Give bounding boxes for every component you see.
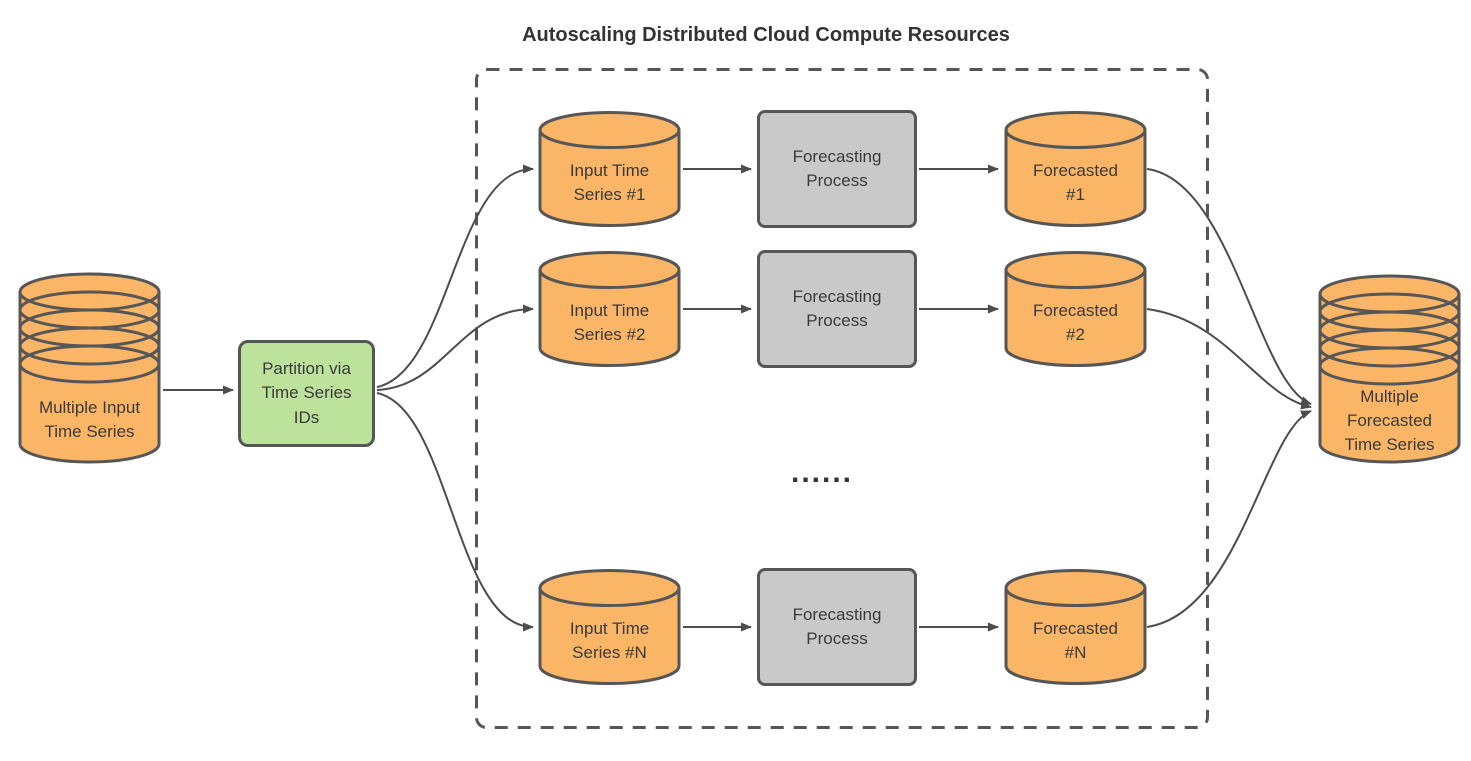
database-icon bbox=[538, 569, 681, 685]
stacked-database-icon bbox=[18, 272, 161, 464]
autoscaling-cluster-boundary bbox=[475, 68, 1209, 729]
rows-ellipsis: ...... bbox=[790, 456, 853, 489]
connector-partition-to-input-2 bbox=[376, 304, 534, 391]
database-icon bbox=[538, 251, 681, 367]
output-ts-n-label: Forecasted #N bbox=[1032, 618, 1119, 662]
process-n-label: Forecasting Process bbox=[792, 604, 882, 648]
partition-label: Partition via Time Series IDs bbox=[261, 359, 352, 427]
input-store-cylinder: Multiple Input Time Series bbox=[18, 270, 161, 466]
process-box-2: Forecasting Process bbox=[757, 250, 917, 368]
output-ts-2-label: Forecasted #2 bbox=[1032, 300, 1119, 344]
output-ts-1-label: Forecasted #1 bbox=[1032, 160, 1119, 204]
output-ts-2-cylinder: Forecasted #2 bbox=[1004, 250, 1147, 368]
process-box-1: Forecasting Process bbox=[757, 110, 917, 228]
input-ts-1-label: Input Time Series #1 bbox=[569, 160, 650, 204]
input-store-label: Multiple Input Time Series bbox=[38, 397, 141, 441]
output-store-label: Multiple Forecasted Time Series bbox=[1344, 386, 1435, 455]
connector-partition-to-input-1 bbox=[376, 164, 534, 388]
database-icon bbox=[1004, 569, 1147, 685]
database-icon bbox=[1004, 251, 1147, 367]
database-icon bbox=[1004, 111, 1147, 227]
connector-output-n-to-output-store bbox=[1146, 410, 1312, 628]
input-ts-n-label: Input Time Series #N bbox=[569, 618, 650, 662]
input-ts-1-cylinder: Input Time Series #1 bbox=[538, 110, 681, 228]
output-ts-1-cylinder: Forecasted #1 bbox=[1004, 110, 1147, 228]
output-store-cylinder: Multiple Forecasted Time Series bbox=[1318, 272, 1461, 466]
database-icon bbox=[538, 111, 681, 227]
process-box-n: Forecasting Process bbox=[757, 568, 917, 686]
input-ts-2-cylinder: Input Time Series #2 bbox=[538, 250, 681, 368]
input-ts-2-label: Input Time Series #2 bbox=[569, 300, 650, 344]
diagram-title: Autoscaling Distributed Cloud Compute Re… bbox=[522, 24, 1010, 46]
stacked-database-icon bbox=[1318, 274, 1461, 464]
process-2-label: Forecasting Process bbox=[792, 286, 882, 330]
process-1-label: Forecasting Process bbox=[792, 146, 882, 190]
partition-box: Partition via Time Series IDs bbox=[238, 340, 375, 447]
input-ts-n-cylinder: Input Time Series #N bbox=[538, 568, 681, 686]
connector-output-2-to-output-store bbox=[1146, 308, 1312, 410]
connector-output-1-to-output-store bbox=[1146, 168, 1312, 405]
output-ts-n-cylinder: Forecasted #N bbox=[1004, 568, 1147, 686]
connector-partition-to-input-n bbox=[376, 392, 534, 632]
